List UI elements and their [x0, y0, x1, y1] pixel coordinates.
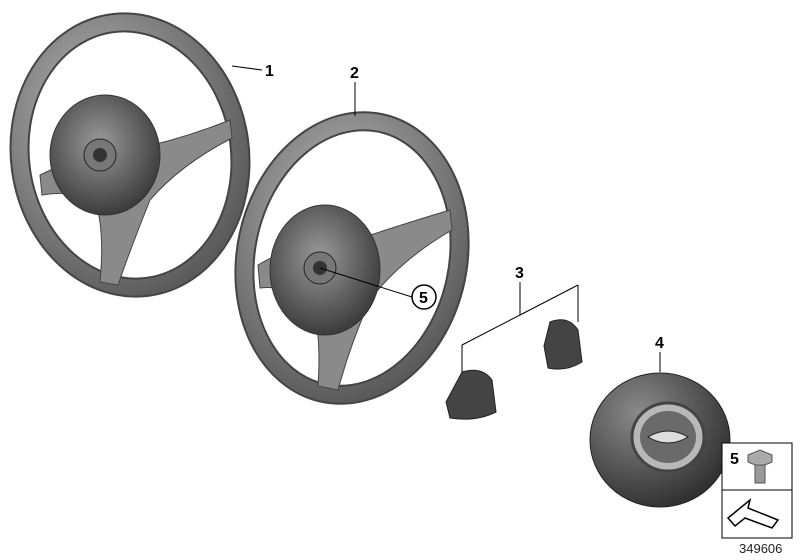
- leader-lines: [231, 65, 661, 372]
- diagram-number: 349606: [739, 541, 782, 556]
- legend-part-label: 5: [730, 451, 739, 468]
- bolt-icon: [747, 449, 773, 484]
- arrow-symbol-icon: [726, 497, 780, 529]
- callout-4: 4: [655, 335, 664, 352]
- airbag-module[interactable]: [589, 372, 731, 508]
- trim-cover-right[interactable]: [543, 319, 583, 370]
- trim-cover-left[interactable]: [445, 369, 497, 420]
- callout-2: 2: [350, 65, 359, 82]
- steering-wheel-2[interactable]: [220, 101, 485, 415]
- callout-5: 5: [419, 290, 428, 307]
- legend-box: 5: [721, 442, 793, 539]
- mini-logo-icon: [647, 430, 689, 444]
- callout-3: 3: [515, 265, 524, 282]
- callout-5-circle: [411, 284, 437, 310]
- steering-wheel-1[interactable]: [3, 8, 258, 302]
- callout-1: 1: [265, 63, 274, 80]
